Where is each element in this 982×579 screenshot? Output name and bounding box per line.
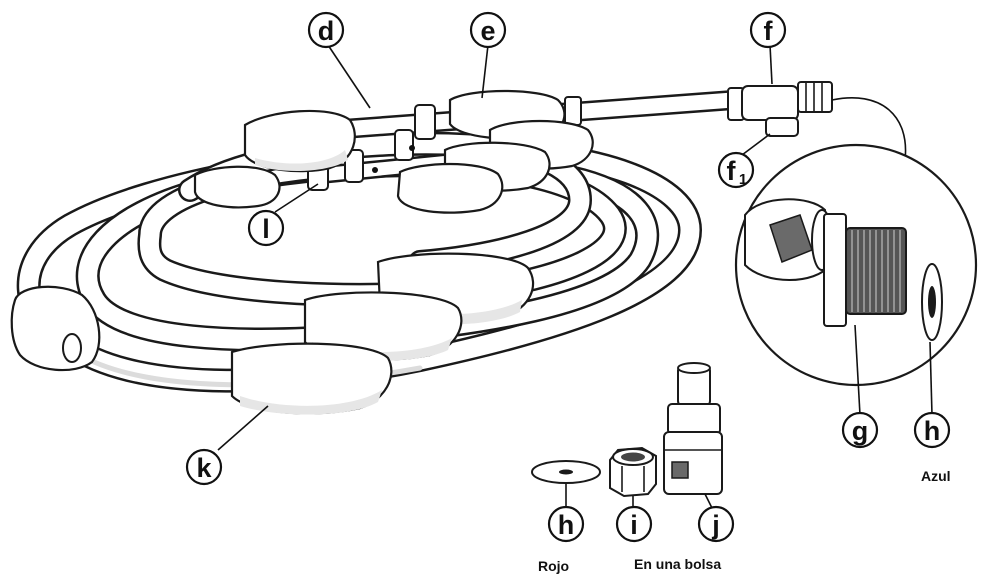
svg-text:f: f: [764, 16, 774, 46]
callout-j: j: [697, 505, 735, 543]
svg-text:i: i: [630, 510, 638, 540]
callout-h-bottom: h: [547, 505, 585, 543]
callout-k: k: [185, 448, 223, 486]
swivel-fitting: [741, 81, 907, 161]
svg-text:h: h: [924, 416, 941, 446]
g-flange: [823, 213, 847, 327]
caption-azul: Azul: [921, 468, 951, 484]
hose-floats: [10, 89, 594, 415]
svg-text:j: j: [711, 510, 720, 540]
loose-parts: [531, 362, 723, 498]
callout-l: l: [247, 209, 285, 247]
callout-h-right: h: [913, 411, 951, 449]
callout-e: e: [469, 11, 507, 49]
svg-text:d: d: [318, 16, 335, 46]
callout-f1: f 1: [717, 151, 755, 189]
caption-rojo: Rojo: [538, 558, 569, 574]
svg-text:g: g: [852, 416, 869, 446]
i-nut: [609, 446, 657, 498]
svg-text:f: f: [727, 156, 737, 186]
svg-text:e: e: [480, 16, 495, 46]
callout-f: f: [749, 11, 787, 49]
callout-i: i: [615, 505, 653, 543]
j-adaptor: [663, 362, 723, 495]
svg-text:1: 1: [739, 171, 747, 188]
caption-en-una-bolsa: En una bolsa: [634, 556, 721, 572]
hose-connectors: [307, 87, 745, 191]
callout-g: g: [841, 411, 879, 449]
svg-text:h: h: [558, 510, 575, 540]
svg-text:k: k: [196, 453, 212, 483]
detail-magnifier: [734, 143, 978, 387]
callout-d: d: [307, 11, 345, 49]
svg-text:l: l: [262, 214, 270, 244]
